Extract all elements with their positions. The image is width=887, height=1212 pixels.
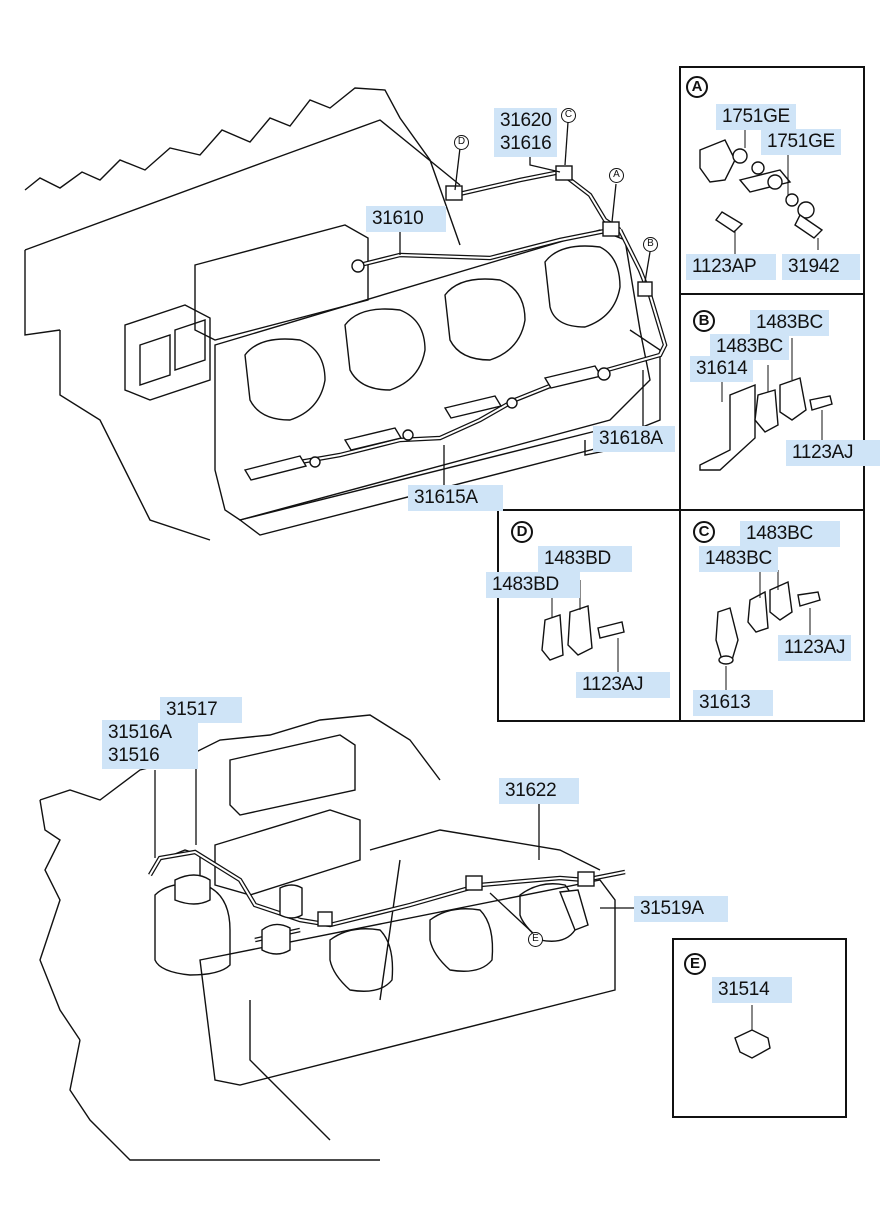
- detail-b-letter: B: [693, 310, 715, 332]
- callout-c: C: [561, 108, 576, 123]
- detail-d-label-1483BD-1[interactable]: 1483BD: [538, 546, 632, 572]
- detail-d-artwork: [541, 580, 625, 672]
- detail-c-label-1483BC-2[interactable]: 1483BC: [699, 546, 778, 572]
- detail-e-label-31514[interactable]: 31514: [712, 977, 792, 1003]
- callout-e: E: [528, 932, 543, 947]
- part-label-31517[interactable]: 31517: [160, 697, 242, 723]
- detail-b-label-31614[interactable]: 31614: [690, 356, 754, 382]
- part-label-31516[interactable]: 31516: [102, 743, 198, 769]
- detail-c-label-1123AJ[interactable]: 1123AJ: [778, 635, 852, 661]
- detail-b-artwork: [699, 338, 833, 471]
- detail-c-artwork: [715, 570, 821, 690]
- upper-leader-lines: [399, 121, 651, 485]
- detail-a-label-1751GE-1[interactable]: 1751GE: [716, 104, 796, 130]
- part-label-31622[interactable]: 31622: [499, 778, 579, 804]
- detail-c-label-31613[interactable]: 31613: [693, 690, 773, 716]
- detail-e-artwork: [734, 1005, 771, 1059]
- part-label-31620[interactable]: 31620: [494, 108, 558, 134]
- part-label-31519A[interactable]: 31519A: [634, 896, 728, 922]
- callout-d: D: [454, 135, 469, 150]
- detail-b-label-1483BC-1[interactable]: 1483BC: [750, 310, 829, 336]
- part-label-31616[interactable]: 31616: [494, 131, 558, 157]
- part-label-31516A[interactable]: 31516A: [102, 720, 198, 746]
- detail-box-d: [497, 509, 681, 722]
- part-label-31615A[interactable]: 31615A: [408, 485, 503, 511]
- detail-c-letter: C: [693, 521, 715, 543]
- detail-box-e: [672, 938, 847, 1118]
- callout-b: B: [643, 237, 658, 252]
- detail-c-label-1483BC-1[interactable]: 1483BC: [740, 521, 840, 547]
- detail-a-label-1123AP[interactable]: 1123AP: [686, 254, 776, 280]
- lower-fuel-pipes: [148, 849, 626, 955]
- detail-a-artwork: [699, 120, 824, 260]
- callout-a: A: [609, 168, 624, 183]
- detail-b-label-1483BC-2[interactable]: 1483BC: [710, 334, 789, 360]
- detail-d-label-1483BD-2[interactable]: 1483BD: [486, 572, 580, 598]
- detail-d-label-1123AJ[interactable]: 1123AJ: [576, 672, 670, 698]
- detail-d-letter: D: [511, 521, 533, 543]
- upper-fuel-pipes: [243, 165, 668, 481]
- detail-e-letter: E: [684, 953, 706, 975]
- upper-engine-block: [24, 87, 661, 541]
- detail-a-label-31942[interactable]: 31942: [782, 254, 860, 280]
- part-label-31618A[interactable]: 31618A: [593, 426, 675, 452]
- detail-b-label-1123AJ[interactable]: 1123AJ: [786, 440, 880, 466]
- part-label-31610[interactable]: 31610: [366, 206, 446, 232]
- detail-a-label-1751GE-2[interactable]: 1751GE: [761, 129, 841, 155]
- detail-a-letter: A: [686, 76, 708, 98]
